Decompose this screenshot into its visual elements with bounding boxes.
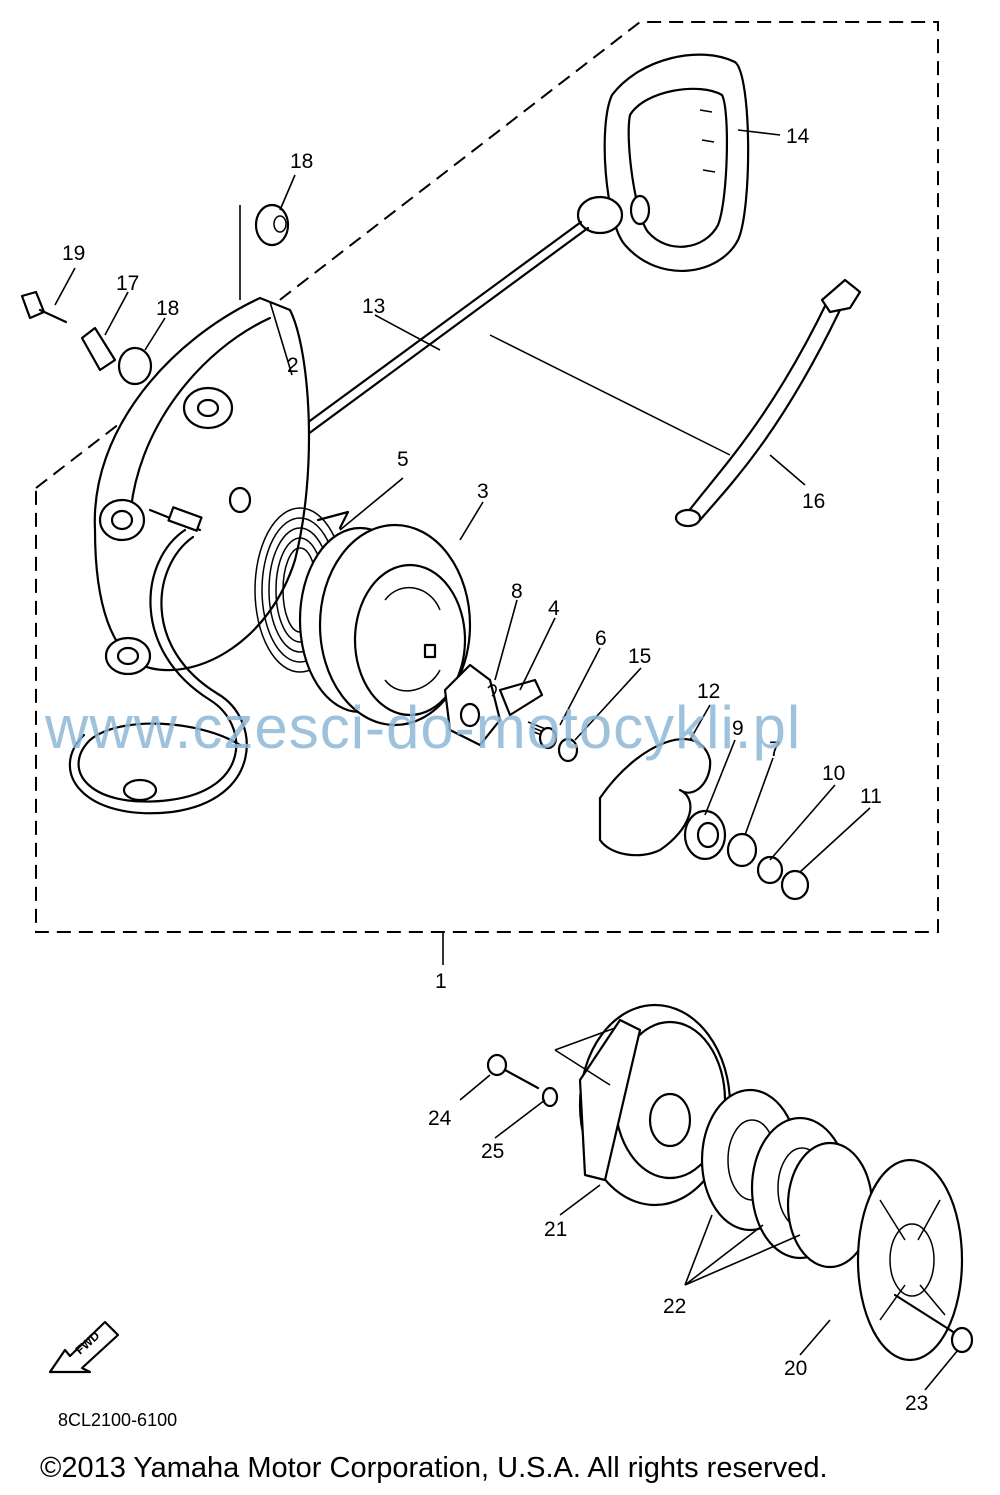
starter-rope — [260, 220, 731, 464]
ratchet-pawl — [443, 663, 544, 747]
callout-19: 19 — [62, 242, 85, 265]
bolt-24 — [486, 1053, 540, 1090]
fwd-arrow-icon: FWD — [48, 1320, 120, 1374]
damper-plates — [700, 1088, 874, 1269]
callout-13: 13 — [362, 295, 385, 318]
callout-17: 17 — [116, 272, 139, 295]
watermark-text: www.czesci-do-motocykli.pl — [45, 694, 802, 761]
washer-25 — [541, 1086, 559, 1108]
callout-15: 15 — [628, 645, 651, 668]
drive-pulley — [554, 1003, 732, 1207]
starter-handle — [576, 53, 750, 272]
callout-7: 7 — [769, 738, 781, 761]
callout-10: 10 — [822, 762, 845, 785]
callout-3: 3 — [477, 480, 489, 503]
guide-plate — [598, 738, 712, 857]
circlip — [557, 737, 579, 763]
callout-2: 2 — [287, 354, 299, 377]
flange-bolt — [20, 290, 68, 324]
callout-25: 25 — [481, 1140, 504, 1163]
callout-5: 5 — [397, 448, 409, 471]
reel-drum — [298, 523, 472, 727]
collar-upper — [254, 203, 290, 247]
callout-11: 11 — [860, 785, 882, 808]
callout-23: 23 — [905, 1392, 928, 1415]
callout-20: 20 — [784, 1357, 807, 1380]
screw-23 — [893, 1293, 974, 1354]
callout-labels: 1 2 3 4 5 6 7 8 9 10 11 12 13 14 15 16 1… — [62, 125, 928, 1415]
callout-18-lower: 18 — [156, 297, 179, 320]
diagram-part-code: 8CL2100-6100 — [58, 1410, 178, 1430]
washer-stack — [683, 809, 810, 901]
collar-17 — [80, 326, 117, 372]
callout-22: 22 — [663, 1295, 686, 1318]
callout-1: 1 — [435, 970, 447, 993]
callout-18-upper: 18 — [290, 150, 313, 173]
collar-lower — [117, 346, 153, 386]
callout-14: 14 — [786, 125, 810, 148]
callout-16: 16 — [802, 490, 825, 513]
callout-8: 8 — [511, 580, 523, 603]
callout-24: 24 — [428, 1107, 452, 1130]
small-spring — [527, 721, 558, 750]
callout-4: 4 — [548, 597, 560, 620]
leader-lines — [54, 129, 959, 1391]
copyright-notice: ©2013 Yamaha Motor Corporation, U.S.A. A… — [40, 1452, 828, 1484]
callout-12: 12 — [697, 680, 720, 703]
callout-21: 21 — [544, 1218, 567, 1241]
cover-plate — [856, 1158, 964, 1362]
callout-9: 9 — [732, 717, 744, 740]
rope-guide — [674, 278, 862, 528]
callout-6: 6 — [595, 627, 607, 650]
